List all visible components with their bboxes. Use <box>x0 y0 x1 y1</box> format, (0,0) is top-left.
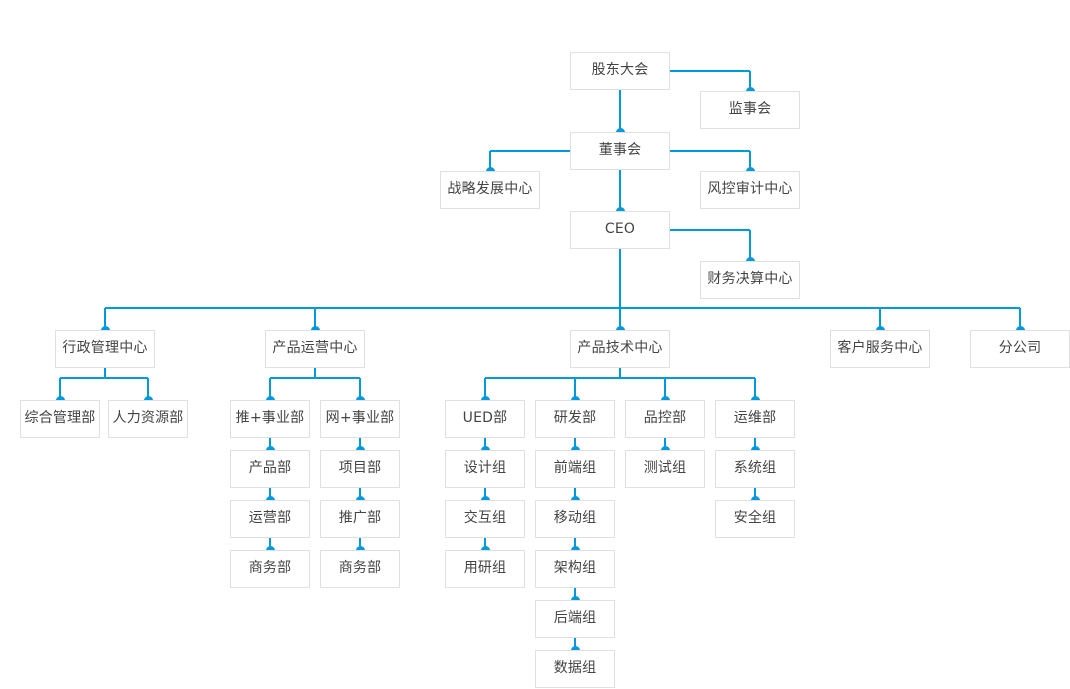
org-node-design-group[interactable]: 设计组 <box>445 450 525 488</box>
org-node-label: 商务部 <box>338 560 382 577</box>
org-node-label: 产品运营中心 <box>272 340 358 357</box>
org-node-board[interactable]: 董事会 <box>570 132 670 170</box>
org-node-ops-dept[interactable]: 运营部 <box>230 500 310 538</box>
org-node-business-dept-2[interactable]: 商务部 <box>320 550 400 588</box>
org-node-strategy-center[interactable]: 战略发展中心 <box>440 171 540 209</box>
org-node-label: 前端组 <box>553 460 597 477</box>
org-node-branch[interactable]: 分公司 <box>970 330 1070 368</box>
org-node-label: 客户服务中心 <box>837 340 923 357</box>
org-node-general-admin[interactable]: 综合管理部 <box>20 400 100 438</box>
org-node-product-tech[interactable]: 产品技术中心 <box>570 330 670 368</box>
org-node-shareholders[interactable]: 股东大会 <box>570 52 670 90</box>
org-node-label: 综合管理部 <box>24 410 96 427</box>
org-node-data-group[interactable]: 数据组 <box>535 650 615 688</box>
org-node-ceo[interactable]: CEO <box>570 211 670 249</box>
org-node-product-ops[interactable]: 产品运营中心 <box>265 330 365 368</box>
org-node-supervisory[interactable]: 监事会 <box>700 91 800 129</box>
org-node-label: 品控部 <box>643 410 687 427</box>
org-node-ops-tech-dept[interactable]: 运维部 <box>715 400 795 438</box>
org-node-qa-dept[interactable]: 品控部 <box>625 400 705 438</box>
org-node-label: 产品部 <box>248 460 292 477</box>
org-node-business-dept-1[interactable]: 商务部 <box>230 550 310 588</box>
org-node-system-group[interactable]: 系统组 <box>715 450 795 488</box>
org-node-frontend-group[interactable]: 前端组 <box>535 450 615 488</box>
org-node-label: UED部 <box>462 410 508 427</box>
org-node-label: 商务部 <box>248 560 292 577</box>
org-node-promo-dept[interactable]: 推广部 <box>320 500 400 538</box>
org-node-label: 架构组 <box>553 560 597 577</box>
org-node-wang-bu[interactable]: 网+事业部 <box>320 400 400 438</box>
org-node-label: 项目部 <box>338 460 382 477</box>
org-node-label: 推+事业部 <box>235 410 305 427</box>
org-node-backend-group[interactable]: 后端组 <box>535 600 615 638</box>
org-node-label: 董事会 <box>598 142 642 159</box>
org-node-label: 交互组 <box>463 510 507 527</box>
org-node-label: 推广部 <box>338 510 382 527</box>
org-node-label: 股东大会 <box>591 62 649 79</box>
org-node-security-group[interactable]: 安全组 <box>715 500 795 538</box>
org-node-label: CEO <box>604 221 636 238</box>
org-node-project-dept[interactable]: 项目部 <box>320 450 400 488</box>
org-node-label: 运维部 <box>733 410 777 427</box>
org-node-label: 监事会 <box>728 101 772 118</box>
org-node-label: 测试组 <box>643 460 687 477</box>
org-node-label: 移动组 <box>553 510 597 527</box>
org-node-test-group[interactable]: 测试组 <box>625 450 705 488</box>
org-node-finance-center[interactable]: 财务决算中心 <box>700 261 800 299</box>
org-node-ued-dept[interactable]: UED部 <box>445 400 525 438</box>
org-node-label: 网+事业部 <box>325 410 395 427</box>
org-node-rd-dept[interactable]: 研发部 <box>535 400 615 438</box>
org-node-label: 战略发展中心 <box>447 181 533 198</box>
org-node-research-group[interactable]: 用研组 <box>445 550 525 588</box>
org-node-interaction-group[interactable]: 交互组 <box>445 500 525 538</box>
org-node-label: 用研组 <box>463 560 507 577</box>
org-node-label: 财务决算中心 <box>707 271 793 288</box>
org-node-label: 安全组 <box>733 510 777 527</box>
org-node-label: 分公司 <box>998 340 1042 357</box>
org-node-label: 设计组 <box>463 460 507 477</box>
org-node-tui-bu[interactable]: 推+事业部 <box>230 400 310 438</box>
org-node-hr[interactable]: 人力资源部 <box>108 400 188 438</box>
org-node-label: 运营部 <box>248 510 292 527</box>
org-node-label: 人力资源部 <box>112 410 184 427</box>
org-node-label: 系统组 <box>733 460 777 477</box>
org-node-arch-group[interactable]: 架构组 <box>535 550 615 588</box>
org-node-label: 数据组 <box>553 660 597 677</box>
org-node-risk-audit-center[interactable]: 风控审计中心 <box>700 171 800 209</box>
org-node-label: 研发部 <box>553 410 597 427</box>
org-node-label: 产品技术中心 <box>577 340 663 357</box>
org-node-label: 风控审计中心 <box>707 181 793 198</box>
org-node-customer-service[interactable]: 客户服务中心 <box>830 330 930 368</box>
org-node-admin-center[interactable]: 行政管理中心 <box>55 330 155 368</box>
org-node-product-dept[interactable]: 产品部 <box>230 450 310 488</box>
org-node-label: 后端组 <box>553 610 597 627</box>
org-node-mobile-group[interactable]: 移动组 <box>535 500 615 538</box>
org-node-label: 行政管理中心 <box>62 340 148 357</box>
